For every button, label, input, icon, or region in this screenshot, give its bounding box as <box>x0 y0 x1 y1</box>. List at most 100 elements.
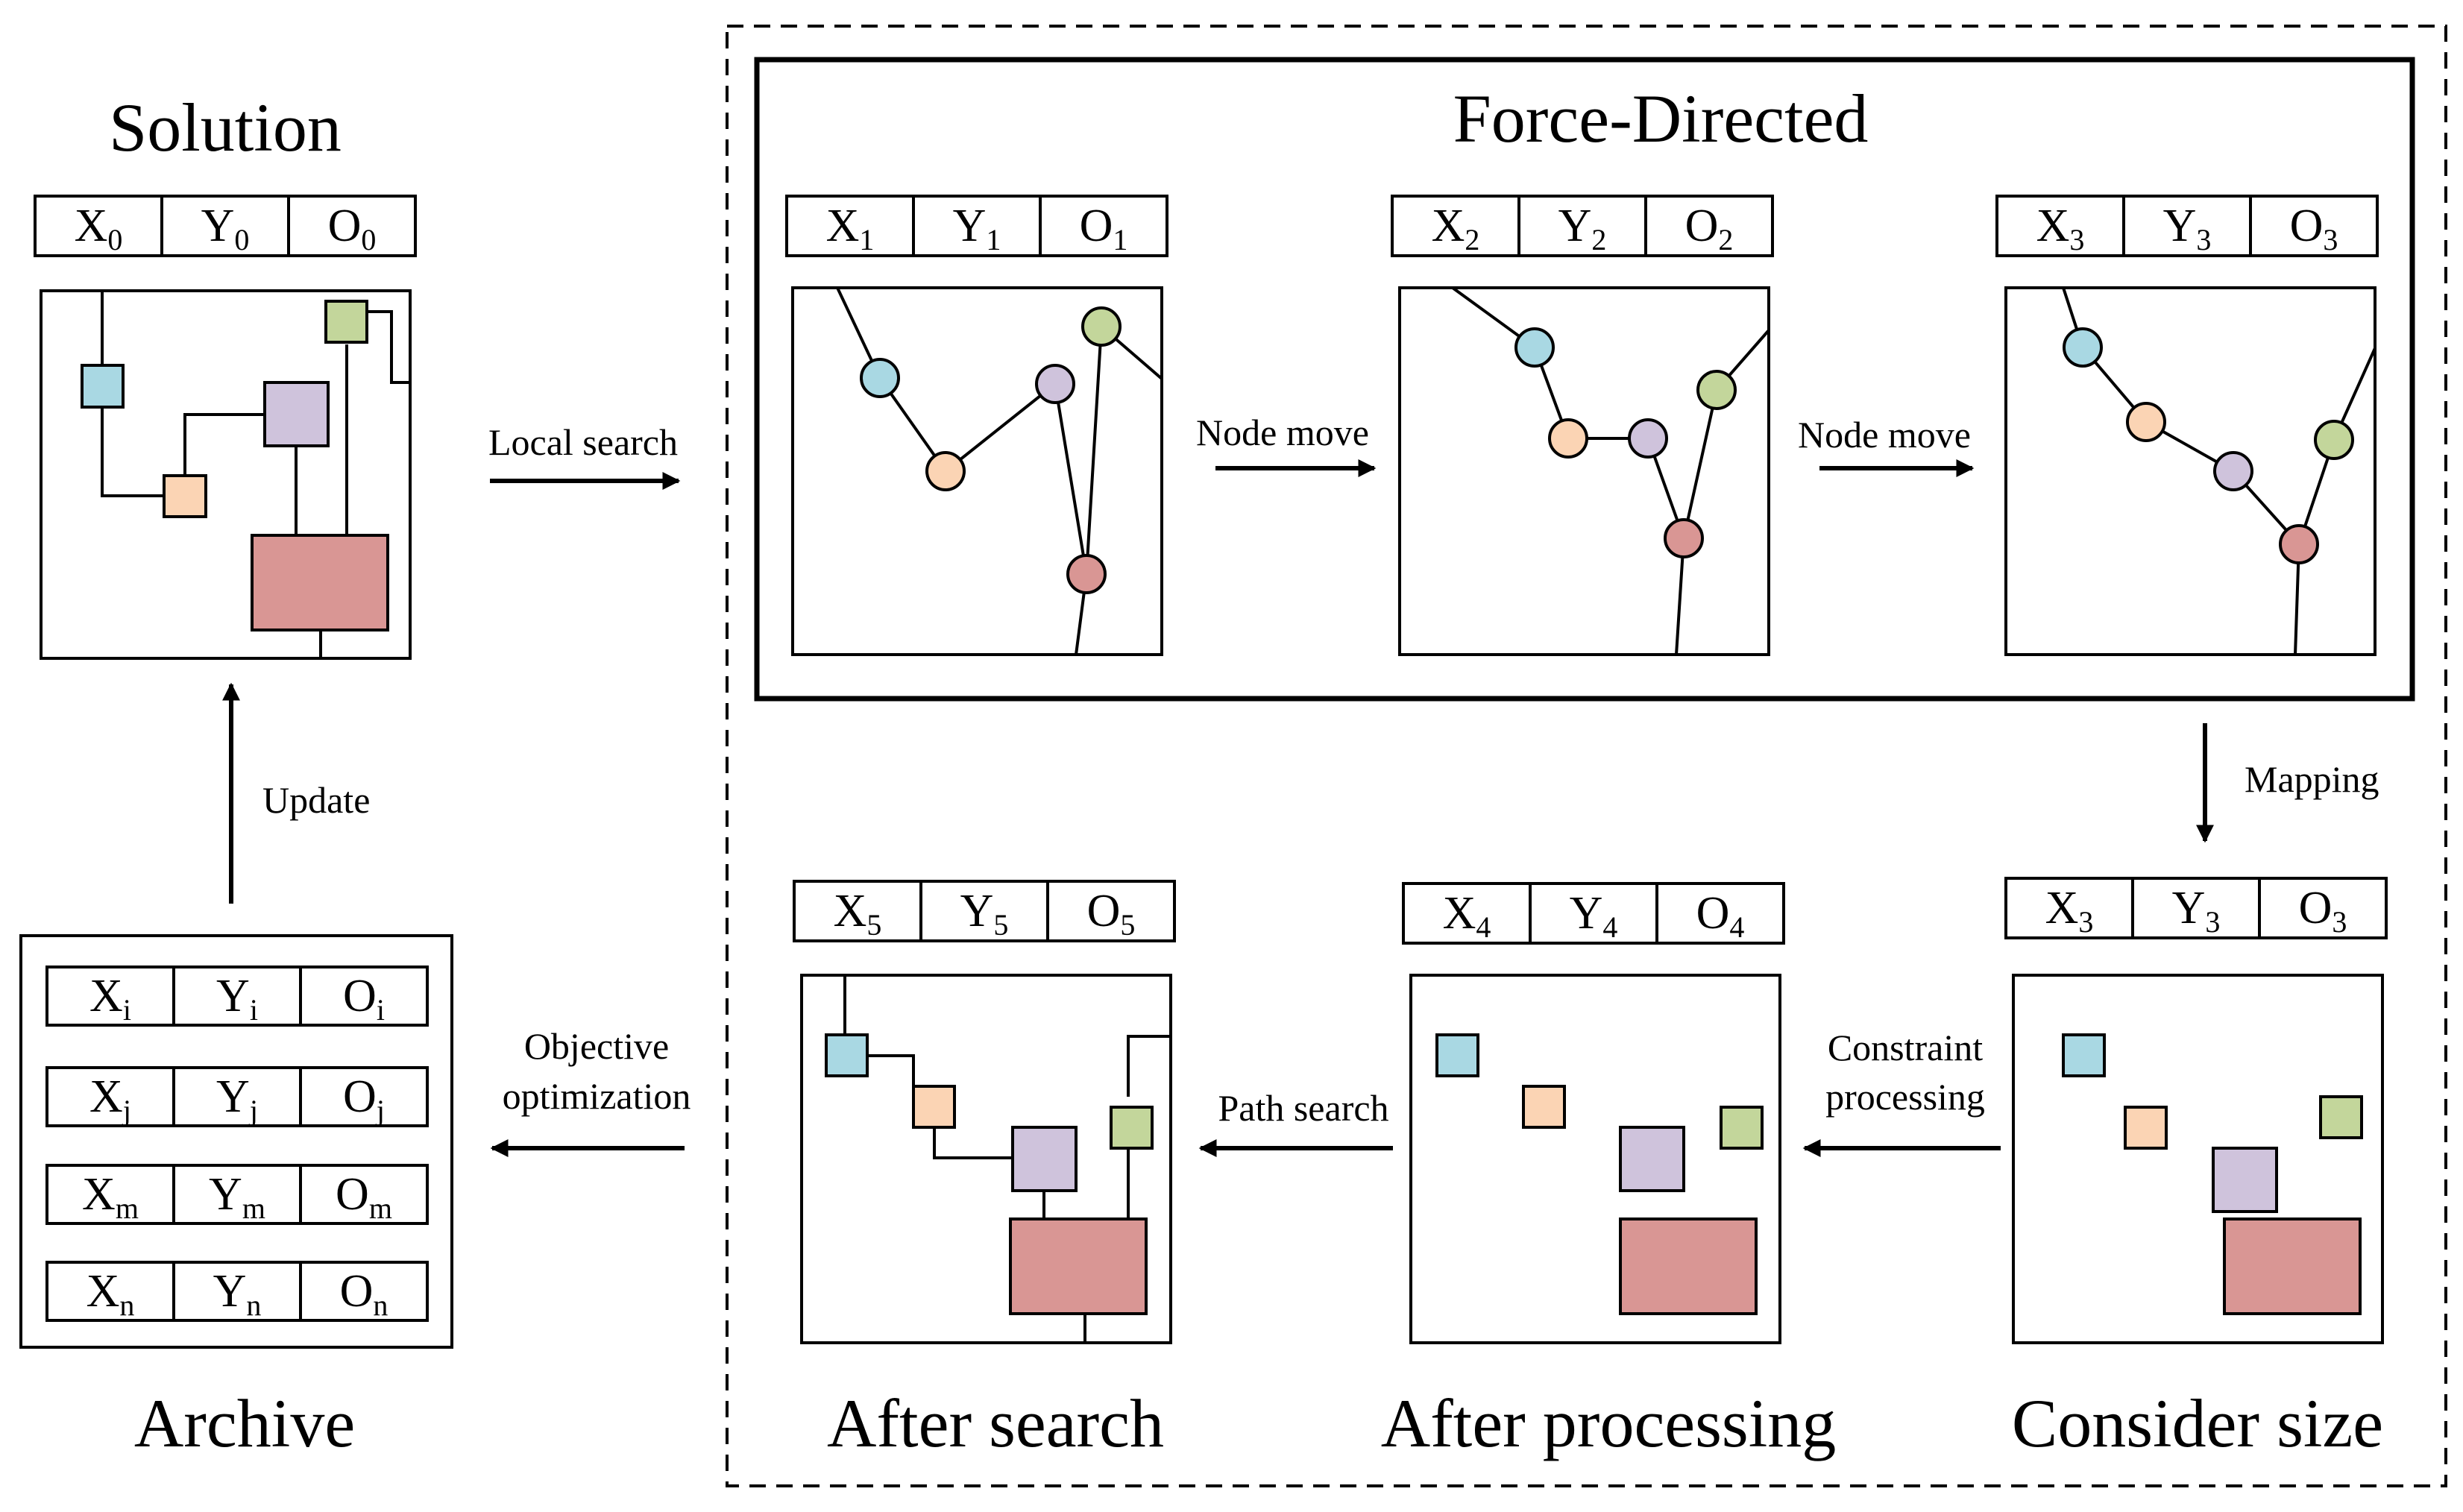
tuple-cell-o: Oi <box>343 971 385 1027</box>
tuple-cell-o: O2 <box>1685 201 1734 256</box>
node-move-label-1: Node move <box>1196 412 1369 453</box>
fd3-tuple: X3 Y3 O3 <box>1995 195 2379 257</box>
tuple-cell-o: O5 <box>1087 886 1136 942</box>
tuple-cell-o: O3 <box>2299 883 2347 939</box>
node-blue <box>1514 327 1555 368</box>
tuple-frame <box>785 195 1168 257</box>
node-red <box>1664 518 1704 558</box>
tuple-cell-o: O4 <box>1696 888 1745 944</box>
component-red <box>1619 1218 1758 1315</box>
tuple-cell-o: Om <box>336 1169 392 1225</box>
tuple-frame <box>45 1066 429 1127</box>
component-blue <box>81 364 125 409</box>
consider-tuple: X3 Y3 O3 <box>2004 877 2388 939</box>
tuple-frame <box>34 195 417 257</box>
tuple-cell-o: O3 <box>2290 201 2338 256</box>
solution-layout-panel <box>40 289 412 660</box>
tuple-cell-x: Xi <box>89 971 131 1027</box>
update-label: Update <box>262 779 370 821</box>
tuple-cell-o: O1 <box>1080 201 1128 256</box>
component-purple <box>1619 1126 1685 1192</box>
node-red <box>2279 524 2319 564</box>
archive-tuple-i: Xi Yi Oi <box>45 966 429 1027</box>
node-red <box>1066 554 1107 594</box>
component-orange <box>163 474 207 518</box>
component-purple <box>1011 1126 1078 1192</box>
fd-panel-2 <box>1398 286 1770 656</box>
tuple-cell-x: Xn <box>86 1266 135 1322</box>
tuple-frame <box>1995 195 2379 257</box>
tuple-frame <box>1391 195 1774 257</box>
component-red <box>2223 1218 2362 1315</box>
component-orange <box>1522 1085 1566 1129</box>
fd-panel-1 <box>791 286 1163 656</box>
tuple-cell-y: Yi <box>216 971 258 1027</box>
node-blue <box>2063 327 2103 368</box>
tuple-cell-x: X3 <box>2036 201 2085 256</box>
tuple-cell-x: X2 <box>1432 201 1480 256</box>
node-move-label-2: Node move <box>1798 414 1971 456</box>
node-green <box>2314 420 2354 460</box>
tuple-frame <box>2004 877 2388 939</box>
node-green <box>1081 306 1122 347</box>
tuple-frame <box>1402 882 1785 945</box>
archive-title: Archive <box>134 1385 355 1461</box>
tuple-cell-o: O0 <box>328 201 377 256</box>
tuple-cell-y: Yj <box>216 1071 258 1127</box>
tuple-frame <box>45 1261 429 1322</box>
archive-tuple-m: Xm Ym Om <box>45 1164 429 1225</box>
tuple-cell-y: Ym <box>209 1169 265 1225</box>
search-tuple: X5 Y5 O5 <box>793 880 1176 942</box>
tuple-cell-y: Yn <box>213 1266 262 1322</box>
tuple-cell-o: On <box>340 1266 389 1322</box>
tuple-cell-y: Y4 <box>1570 888 1618 944</box>
consider-size-title: Consider size <box>2012 1385 2383 1461</box>
tuple-cell-x: X4 <box>1443 888 1491 944</box>
tuple-cell-x: Xj <box>89 1071 131 1127</box>
after-processing-panel <box>1409 974 1781 1344</box>
objective-label-line1: Objective <box>524 1025 669 1067</box>
force-directed-title: Force-Directed <box>1453 81 1869 157</box>
archive-tuple-j: Xj Yj Oj <box>45 1066 429 1127</box>
tuple-frame <box>793 880 1176 942</box>
tuple-cell-y: Y3 <box>2163 201 2212 256</box>
component-orange <box>912 1085 956 1129</box>
local-search-region <box>726 25 2447 1487</box>
component-blue <box>2062 1033 2106 1077</box>
after-search-panel <box>800 974 1172 1344</box>
component-blue <box>1435 1033 1479 1077</box>
component-green <box>1720 1106 1764 1150</box>
after-search-title: After search <box>827 1385 1164 1461</box>
consider-size-panel <box>2012 974 2384 1344</box>
component-orange <box>2124 1106 2168 1150</box>
tuple-cell-y: Y5 <box>960 886 1009 942</box>
component-green <box>1110 1106 1154 1150</box>
node-green <box>1696 370 1737 410</box>
tuple-cell-y: Y0 <box>201 201 250 256</box>
node-orange <box>1548 418 1588 459</box>
local-search-label: Local search <box>488 421 678 463</box>
tuple-frame <box>45 966 429 1027</box>
after-processing-title: After processing <box>1381 1385 1837 1461</box>
tuple-cell-o: Oj <box>343 1071 385 1127</box>
component-green <box>324 300 368 344</box>
archive-box <box>19 934 453 1349</box>
tuple-cell-x: X3 <box>2045 883 2094 939</box>
tuple-cell-x: Xm <box>82 1169 139 1225</box>
force-directed-frame <box>754 57 2415 702</box>
tuple-cell-y: Y1 <box>953 201 1001 256</box>
component-red <box>1009 1218 1148 1315</box>
tuple-cell-x: X5 <box>834 886 882 942</box>
fd2-tuple: X2 Y2 O2 <box>1391 195 1774 257</box>
node-purple <box>1628 418 1668 459</box>
constraint-label-line1: Constraint <box>1828 1027 1983 1068</box>
processing-tuple: X4 Y4 O4 <box>1402 882 1785 945</box>
tuple-cell-y: Y3 <box>2172 883 2221 939</box>
component-purple <box>263 381 330 447</box>
archive-tuple-n: Xn Yn On <box>45 1261 429 1322</box>
tuple-cell-y: Y2 <box>1558 201 1607 256</box>
fd-panel-3 <box>2004 286 2377 656</box>
